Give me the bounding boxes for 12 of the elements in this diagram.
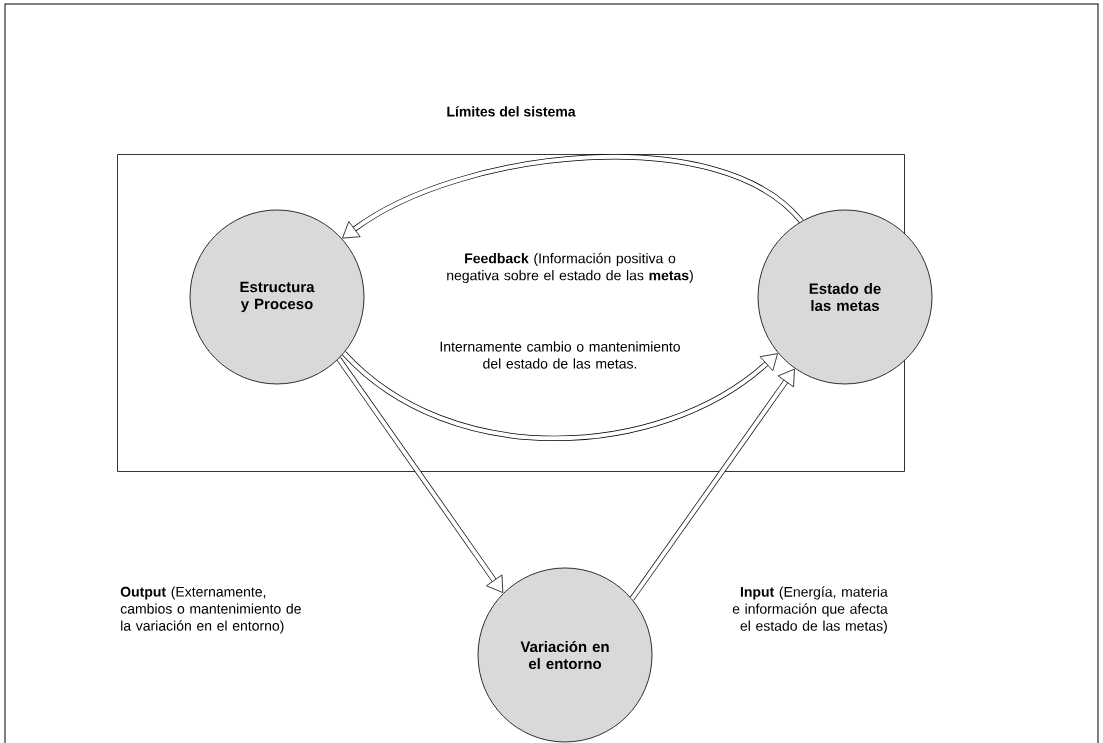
arrow xyxy=(342,154,804,239)
circle-node: Estado de las metas xyxy=(757,209,933,385)
arrow xyxy=(629,368,795,601)
circle-node: Variación en el entorno xyxy=(477,567,653,743)
note-text: Input (Energía, materia e información que afecta el estado de las metas) xyxy=(732,586,888,634)
arrow xyxy=(342,351,778,442)
note-text: Output (Externamente, cambios o mantenimiento de la variación en el entorno) xyxy=(120,586,301,634)
node-label: Límites del sistema xyxy=(447,106,576,117)
edge-label: Feedback (Información positiva o negativa sobre el estado de las metas) xyxy=(447,252,693,284)
circle-node: Estructura y Proceso xyxy=(189,209,365,385)
arrow xyxy=(336,357,504,593)
edge-label: Internamente cambio o mantenimiento del estado de las metas. xyxy=(440,341,680,369)
